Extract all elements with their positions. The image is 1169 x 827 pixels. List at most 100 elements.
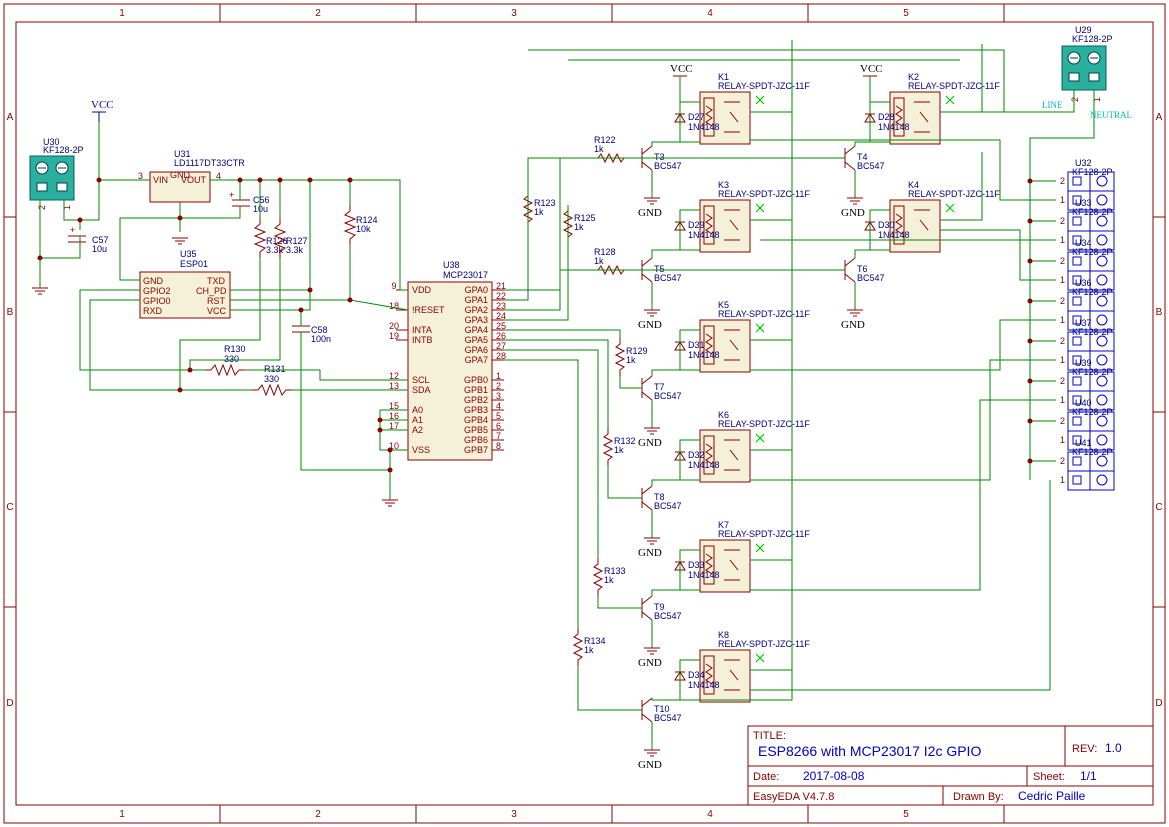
transistor-ref: T9 bbox=[654, 602, 665, 612]
junctions bbox=[37, 177, 393, 473]
terminal-slot bbox=[1072, 235, 1082, 245]
u38-pin-num: 8 bbox=[496, 441, 501, 451]
u38-pin-name: GPA7 bbox=[465, 355, 488, 365]
svg-text:VCC: VCC bbox=[91, 99, 114, 111]
svg-text:GND: GND bbox=[170, 170, 191, 180]
svg-text:ESP01: ESP01 bbox=[180, 259, 208, 269]
terminal-slot bbox=[1072, 355, 1082, 365]
gpio-wire bbox=[504, 190, 529, 301]
relay-k8: K8RELAY-SPDT-JZC-11FD341N4148T10BC547GND… bbox=[504, 359, 810, 771]
relay-coil bbox=[703, 655, 715, 695]
terminal-screw bbox=[1096, 255, 1108, 267]
resistor-value: 1k bbox=[584, 645, 594, 655]
terminal-pin-2: 2 bbox=[1060, 256, 1065, 266]
gnd-label: GND bbox=[841, 207, 865, 219]
terminal-slot bbox=[1072, 376, 1082, 386]
terminal-screw bbox=[1096, 375, 1108, 387]
transistor-collector bbox=[641, 485, 653, 495]
relay-ref: K5 bbox=[718, 300, 729, 310]
relay-coil-winding bbox=[705, 333, 713, 355]
svg-text:100n: 100n bbox=[311, 334, 331, 344]
col-label-1: 1 bbox=[119, 8, 125, 19]
resistor-ref: R129 bbox=[626, 346, 648, 356]
terminal-ref: U36 bbox=[1075, 278, 1092, 288]
base-resistor bbox=[614, 338, 626, 376]
u38-pin-name: !RESET bbox=[412, 305, 445, 315]
relay-k2: K2RELAY-SPDT-JZC-11FD281N4148T4BC547GNDV… bbox=[504, 44, 1000, 301]
title-label: TITLE: bbox=[753, 730, 786, 742]
svg-text:VCC: VCC bbox=[207, 306, 227, 316]
terminal-screw bbox=[1096, 434, 1108, 446]
u38-pin-name: A2 bbox=[412, 425, 423, 435]
relay-coil-winding bbox=[705, 663, 713, 685]
transistor-emitter bbox=[641, 273, 653, 283]
svg-text:KF128-2P: KF128-2P bbox=[43, 145, 84, 155]
relay-value: RELAY-SPDT-JZC-11F bbox=[718, 639, 810, 649]
relay-output-wire bbox=[750, 399, 1056, 591]
svg-text:R126: R126 bbox=[266, 236, 288, 246]
esp01-module-u35: U35 ESP01 GND GPIO2 GPIO0 RXD TXD CH_PD … bbox=[139, 249, 231, 319]
svg-text:MCP23017: MCP23017 bbox=[443, 270, 488, 280]
u38-pin-name: GPA2 bbox=[465, 305, 488, 315]
diode-value: 1N4148 bbox=[688, 230, 720, 240]
power-input-connector-u30: U30 KF128-2P 2 1 bbox=[29, 137, 84, 210]
collector-wire bbox=[651, 698, 680, 701]
terminal-screw bbox=[1096, 335, 1108, 347]
u38-pin-num: 27 bbox=[496, 341, 506, 351]
terminal-slot bbox=[1072, 216, 1082, 226]
row-label-a-right: A bbox=[1156, 112, 1163, 123]
diode-ref: D28 bbox=[878, 112, 895, 122]
terminal-pin-1: 1 bbox=[1060, 235, 1065, 245]
u38-pin-name: SDA bbox=[412, 385, 431, 395]
terminal-pin-2: 2 bbox=[1060, 376, 1065, 386]
svg-text:R131: R131 bbox=[264, 364, 286, 374]
col-label-3-bottom: 3 bbox=[511, 809, 517, 820]
vcc-symbol-left: VCC bbox=[91, 99, 114, 122]
relay-switch bbox=[729, 219, 739, 231]
u38-pin-name: GPB1 bbox=[464, 385, 488, 395]
resistor-ref: R134 bbox=[584, 636, 606, 646]
u38-pin-name: INTA bbox=[412, 325, 432, 335]
gnd-label: GND bbox=[638, 547, 662, 559]
relay-k7: K7RELAY-SPDT-JZC-11FD331N4148T9BC547GNDR… bbox=[504, 349, 810, 669]
resistor-value: 1k bbox=[574, 222, 584, 232]
svg-text:4: 4 bbox=[216, 171, 221, 181]
resistor-value: 1k bbox=[594, 144, 604, 154]
resistor-ref: R122 bbox=[594, 135, 616, 145]
u38-pin-num: 7 bbox=[496, 431, 501, 441]
transistor-emitter bbox=[641, 611, 653, 621]
collector-wire bbox=[854, 249, 870, 258]
svg-text:U30: U30 bbox=[43, 137, 60, 147]
relay-body bbox=[699, 539, 751, 593]
terminal-screw bbox=[1096, 215, 1108, 227]
relay-coil bbox=[703, 325, 715, 365]
col-label-4: 4 bbox=[707, 8, 713, 19]
terminal-pin-2: 2 bbox=[1060, 416, 1065, 426]
terminal-screw bbox=[1096, 415, 1108, 427]
relay-value: RELAY-SPDT-JZC-11F bbox=[718, 189, 810, 199]
transistor-ref: T7 bbox=[654, 382, 665, 392]
terminal-screw bbox=[1096, 354, 1108, 366]
terminal-pin-1: 1 bbox=[1060, 435, 1065, 445]
relay-value: RELAY-SPDT-JZC-11F bbox=[718, 419, 810, 429]
mains-connector-u29: U29 KF128-2P 2 1 LINE NEUTRAL bbox=[970, 25, 1132, 480]
svg-text:R124: R124 bbox=[356, 215, 378, 225]
terminal-pin-1: 1 bbox=[1060, 475, 1065, 485]
gpio-wire bbox=[504, 205, 569, 321]
terminal-screw bbox=[1096, 394, 1108, 406]
u38-pin-num: 24 bbox=[496, 311, 506, 321]
rev-label: REV: bbox=[1072, 743, 1097, 755]
vcc-label: VCC bbox=[860, 63, 883, 75]
gnd-label: GND bbox=[638, 437, 662, 449]
svg-text:LD1117DT33CTR: LD1117DT33CTR bbox=[174, 158, 245, 168]
line-bus-wire bbox=[750, 602, 793, 671]
u38-pin-name: GPB2 bbox=[464, 395, 488, 405]
resistor-ref: R133 bbox=[604, 566, 626, 576]
title-value: ESP8266 with MCP23017 I2c GPIO bbox=[758, 743, 981, 759]
u38-pin-num: 28 bbox=[496, 351, 506, 361]
date-label: Date: bbox=[753, 771, 779, 783]
resistor-ref: R132 bbox=[614, 436, 636, 446]
